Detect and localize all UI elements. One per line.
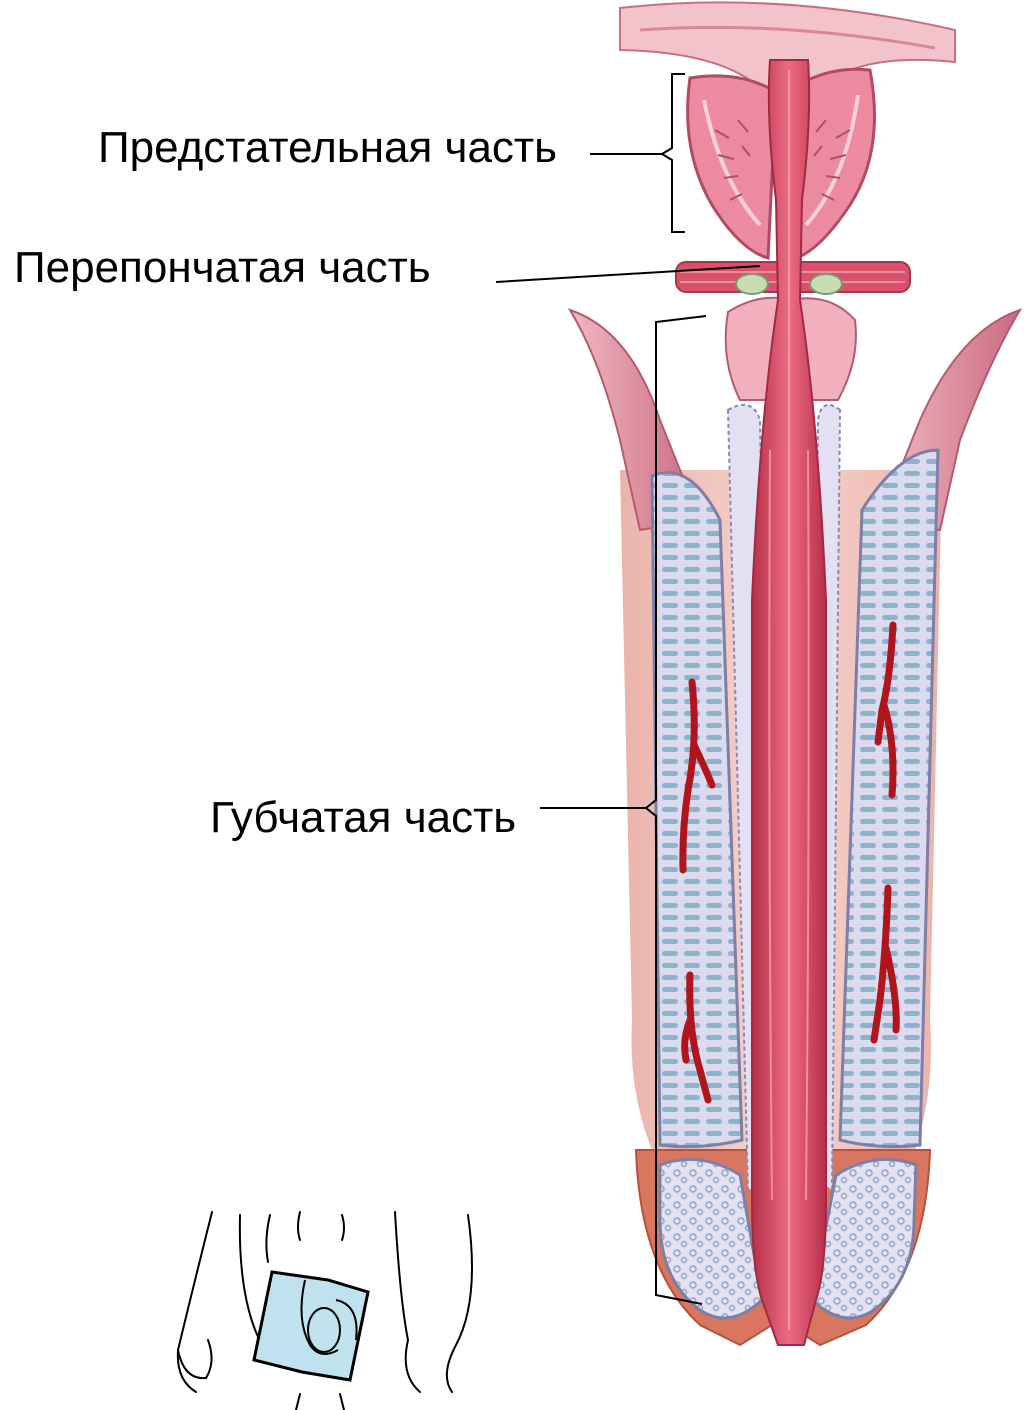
label-membranous-part: Перепончатая часть: [14, 246, 431, 290]
bracket-prostatic: [590, 74, 685, 232]
bulbourethral-gland-left: [736, 274, 768, 294]
inset-highlight: [254, 1272, 368, 1380]
label-spongy-part: Губчатая часть: [210, 796, 516, 840]
label-prostatic-part: Предстательная часть: [98, 126, 557, 170]
bulbourethral-gland-right: [810, 274, 842, 294]
